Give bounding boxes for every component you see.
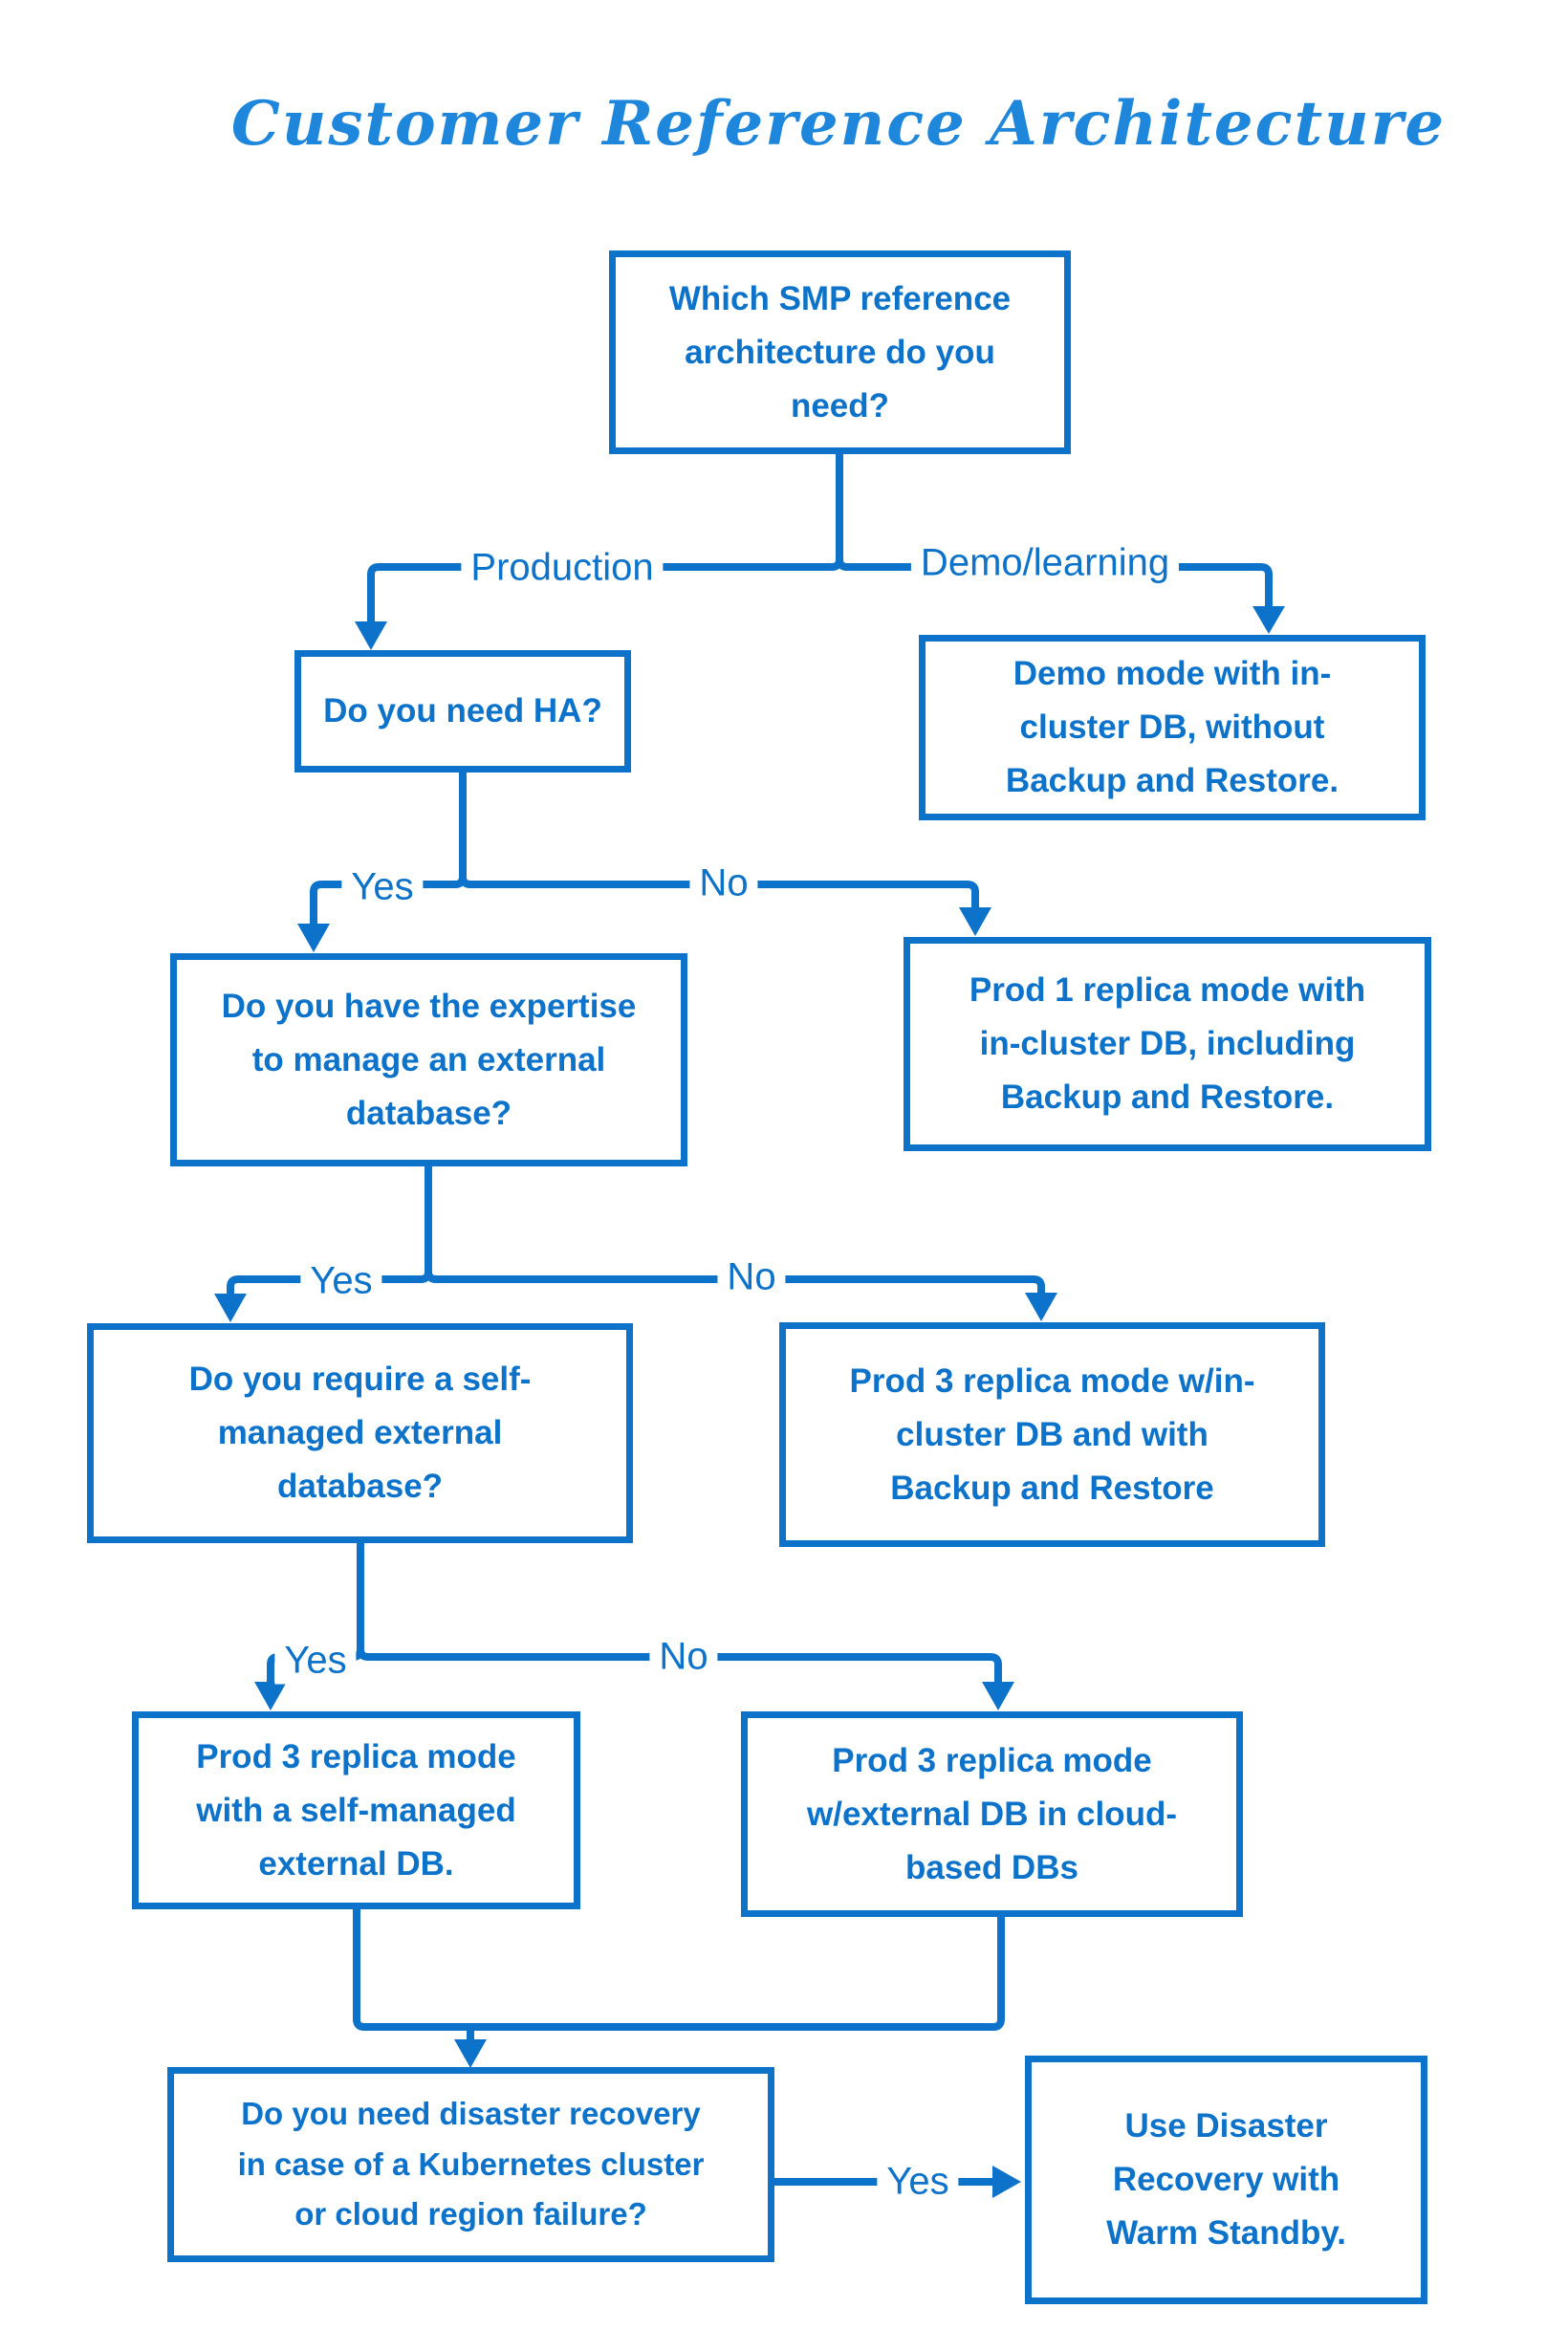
arrowhead-selfmanaged-yes — [254, 1682, 287, 1710]
edge-production-line — [367, 454, 843, 621]
edge-label-production: Production — [461, 544, 664, 592]
edge-label-ha-no: No — [689, 860, 758, 907]
edge-label-ha-yes: Yes — [341, 863, 424, 911]
edge-label-selfmanaged-no: No — [649, 1633, 718, 1681]
edge-label-expertise-yes: Yes — [300, 1257, 382, 1305]
node-demo-result: Demo mode with in- cluster DB, without B… — [919, 635, 1426, 820]
edge-label-dr-yes: Yes — [877, 2158, 959, 2206]
node-ha-question: Do you need HA? — [294, 650, 631, 773]
arrowhead-expertise-no — [1025, 1293, 1057, 1321]
edge-merge-right-line — [470, 1917, 1005, 2031]
arrowhead-dr-yes — [992, 2166, 1021, 2198]
edge-label-selfmanaged-yes: Yes — [274, 1637, 357, 1685]
node-expertise-question: Do you have the expertise to manage an e… — [170, 953, 687, 1166]
page-title: Customer Reference Architecture — [230, 88, 1447, 160]
arrowhead-production — [355, 621, 387, 650]
node-prod3-incluster-result: Prod 3 replica mode w/in- cluster DB and… — [779, 1322, 1325, 1547]
edge-merge-left-line — [353, 1909, 470, 2031]
node-dr-result: Use Disaster Recovery with Warm Standby. — [1025, 2056, 1427, 2304]
arrowhead-demo-learning — [1252, 606, 1285, 634]
edge-selfmanaged-no-line — [357, 1648, 1002, 1682]
edge-ha-no-line — [459, 876, 979, 907]
edge-label-expertise-no: No — [717, 1253, 786, 1301]
edge-label-demo-learning: Demo/learning — [910, 539, 1180, 587]
node-prod1-result: Prod 1 replica mode with in-cluster DB, … — [904, 937, 1431, 1151]
arrowhead-expertise-yes — [214, 1294, 247, 1322]
arrowhead-ha-yes — [297, 924, 330, 952]
arrowhead-ha-no — [959, 907, 991, 936]
node-dr-question: Do you need disaster recovery in case of… — [167, 2067, 774, 2262]
node-prod3-cloud-result: Prod 3 replica mode w/external DB in clo… — [741, 1711, 1243, 1917]
arrowhead-merge — [454, 2039, 487, 2068]
node-prod3-selfmanaged-result: Prod 3 replica mode with a self-managed … — [132, 1711, 580, 1909]
node-selfmanaged-question: Do you require a self- managed external … — [87, 1323, 633, 1543]
arrowhead-selfmanaged-no — [982, 1682, 1014, 1710]
edge-demo-learning-line — [836, 558, 1273, 606]
edge-expertise-no-line — [425, 1271, 1045, 1293]
node-root-question: Which SMP reference architecture do you … — [609, 250, 1071, 454]
